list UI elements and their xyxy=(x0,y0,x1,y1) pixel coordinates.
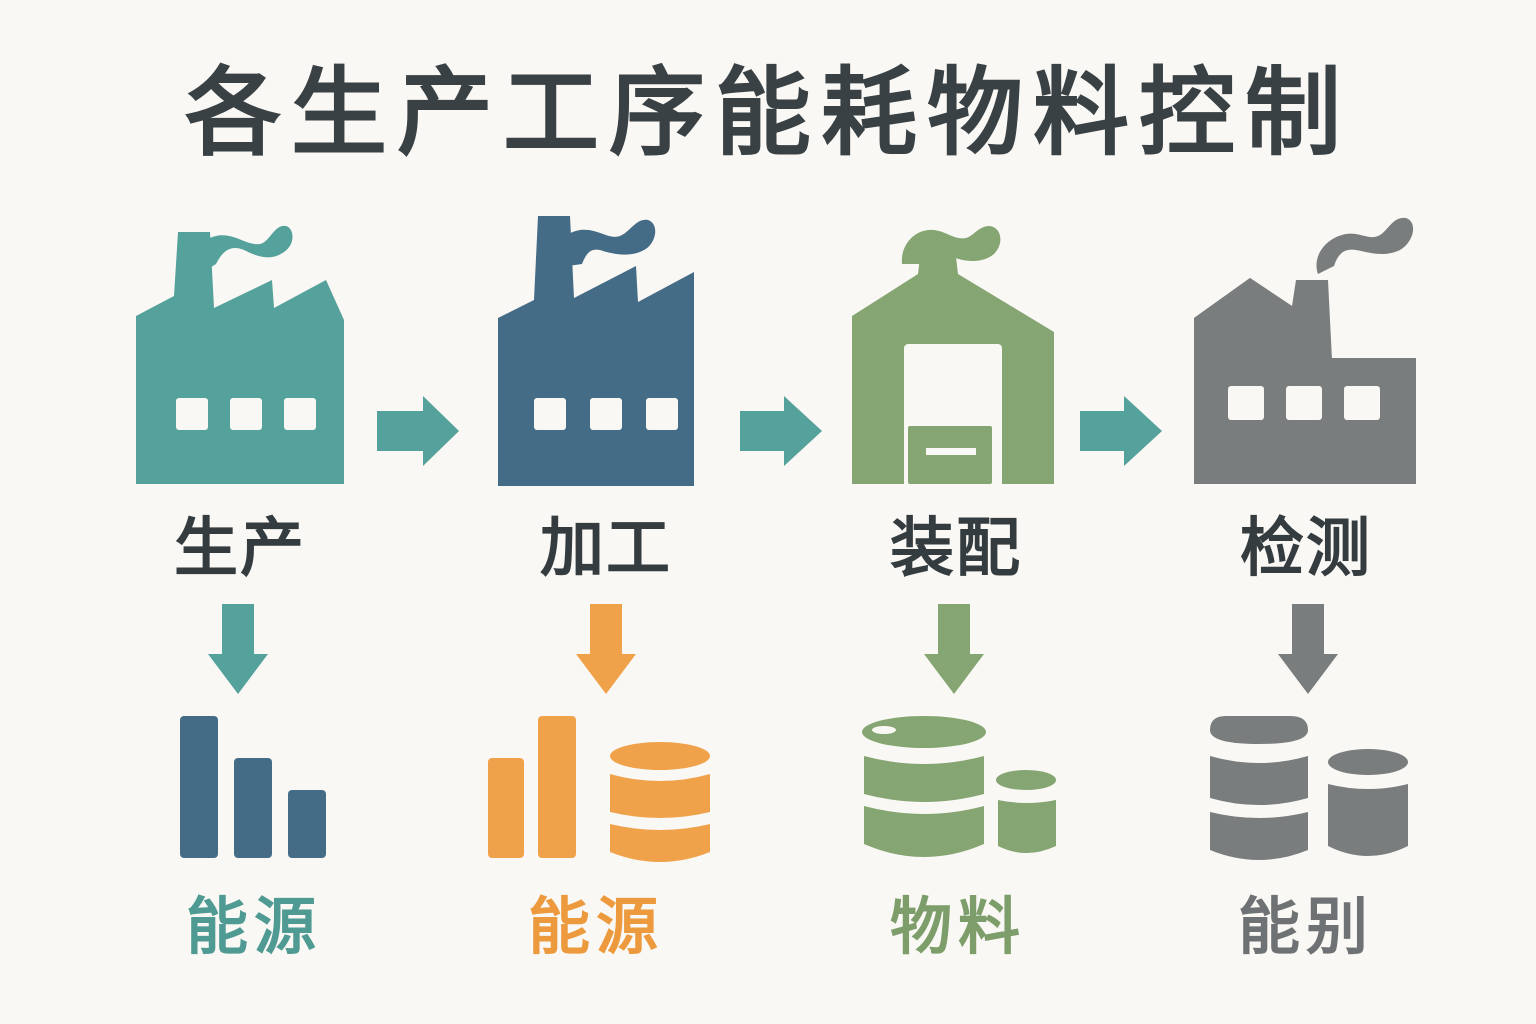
window xyxy=(590,398,622,430)
bar-chart-icon xyxy=(180,716,326,858)
bars-and-barrel-icon xyxy=(488,716,710,862)
warehouse-icon xyxy=(852,226,1054,484)
stage-label-processing: 加工 xyxy=(540,512,672,586)
right-arrow-icon xyxy=(740,396,822,466)
window xyxy=(230,398,262,430)
factory-icon xyxy=(136,225,344,484)
smoke-icon xyxy=(1316,217,1414,274)
barrel-icon xyxy=(1210,716,1308,860)
factory-body xyxy=(498,216,694,486)
output-label-energy-class: 能别 xyxy=(1237,890,1374,963)
smoke-icon xyxy=(552,219,656,268)
bar xyxy=(488,758,524,858)
warehouse-body xyxy=(852,240,1054,484)
down-arrow-icon xyxy=(924,604,984,694)
factory-icon xyxy=(1194,217,1416,484)
barrel-icon xyxy=(1328,749,1408,856)
bar xyxy=(234,758,272,858)
barrel-icon xyxy=(862,716,986,857)
window xyxy=(176,398,208,430)
down-arrow-icon xyxy=(208,604,268,694)
right-arrow-icon xyxy=(377,396,459,466)
page-title: 各生产工序能耗物料控制 xyxy=(185,57,1351,169)
window xyxy=(1344,386,1380,420)
down-arrow-icon xyxy=(576,604,636,694)
window xyxy=(646,398,678,430)
bar xyxy=(538,716,576,858)
window xyxy=(284,398,316,430)
factory-body xyxy=(136,232,344,484)
factory-icon xyxy=(498,216,694,486)
bar xyxy=(180,716,218,858)
smoke-icon xyxy=(196,225,293,274)
window xyxy=(1228,386,1264,420)
window xyxy=(534,398,566,430)
barrel-icon xyxy=(996,770,1056,853)
output-label-material: 物料 xyxy=(889,890,1026,963)
bar xyxy=(288,790,326,858)
down-arrow-icon xyxy=(1278,604,1338,694)
barrel-icon xyxy=(610,742,710,862)
right-arrow-icon xyxy=(1080,396,1162,466)
door-handle xyxy=(926,448,976,455)
window xyxy=(1286,386,1322,420)
stage-label-inspection: 检测 xyxy=(1240,512,1372,586)
stage-label-production: 生产 xyxy=(174,512,306,586)
barrels-icon xyxy=(1210,716,1408,860)
barrels-icon xyxy=(862,716,1056,857)
output-label-energy-2: 能源 xyxy=(527,890,664,963)
output-label-energy-1: 能源 xyxy=(185,890,322,963)
stage-label-assembly: 装配 xyxy=(890,512,1022,586)
